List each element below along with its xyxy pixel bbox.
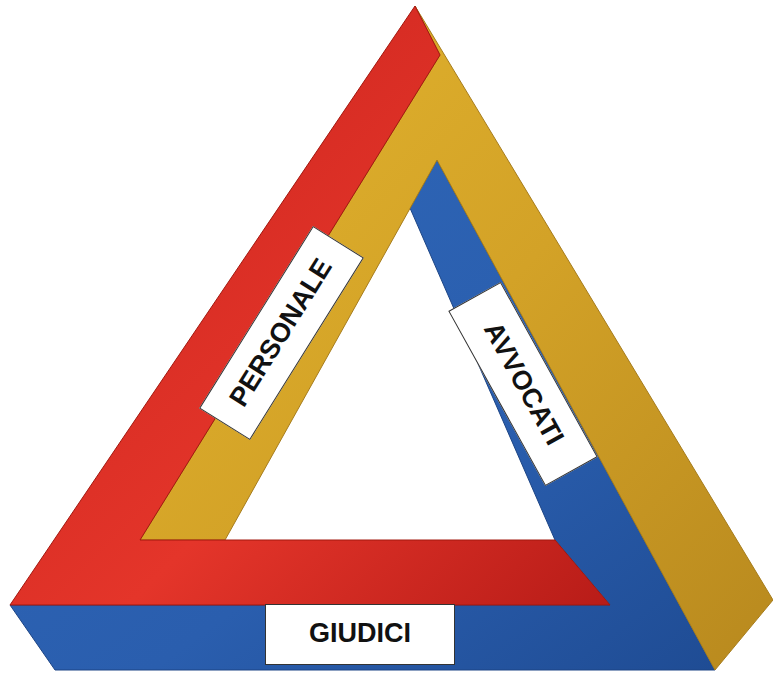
label-text: GIUDICI (309, 619, 411, 649)
label-box: GIUDICI (265, 604, 455, 665)
red-band (10, 6, 610, 605)
